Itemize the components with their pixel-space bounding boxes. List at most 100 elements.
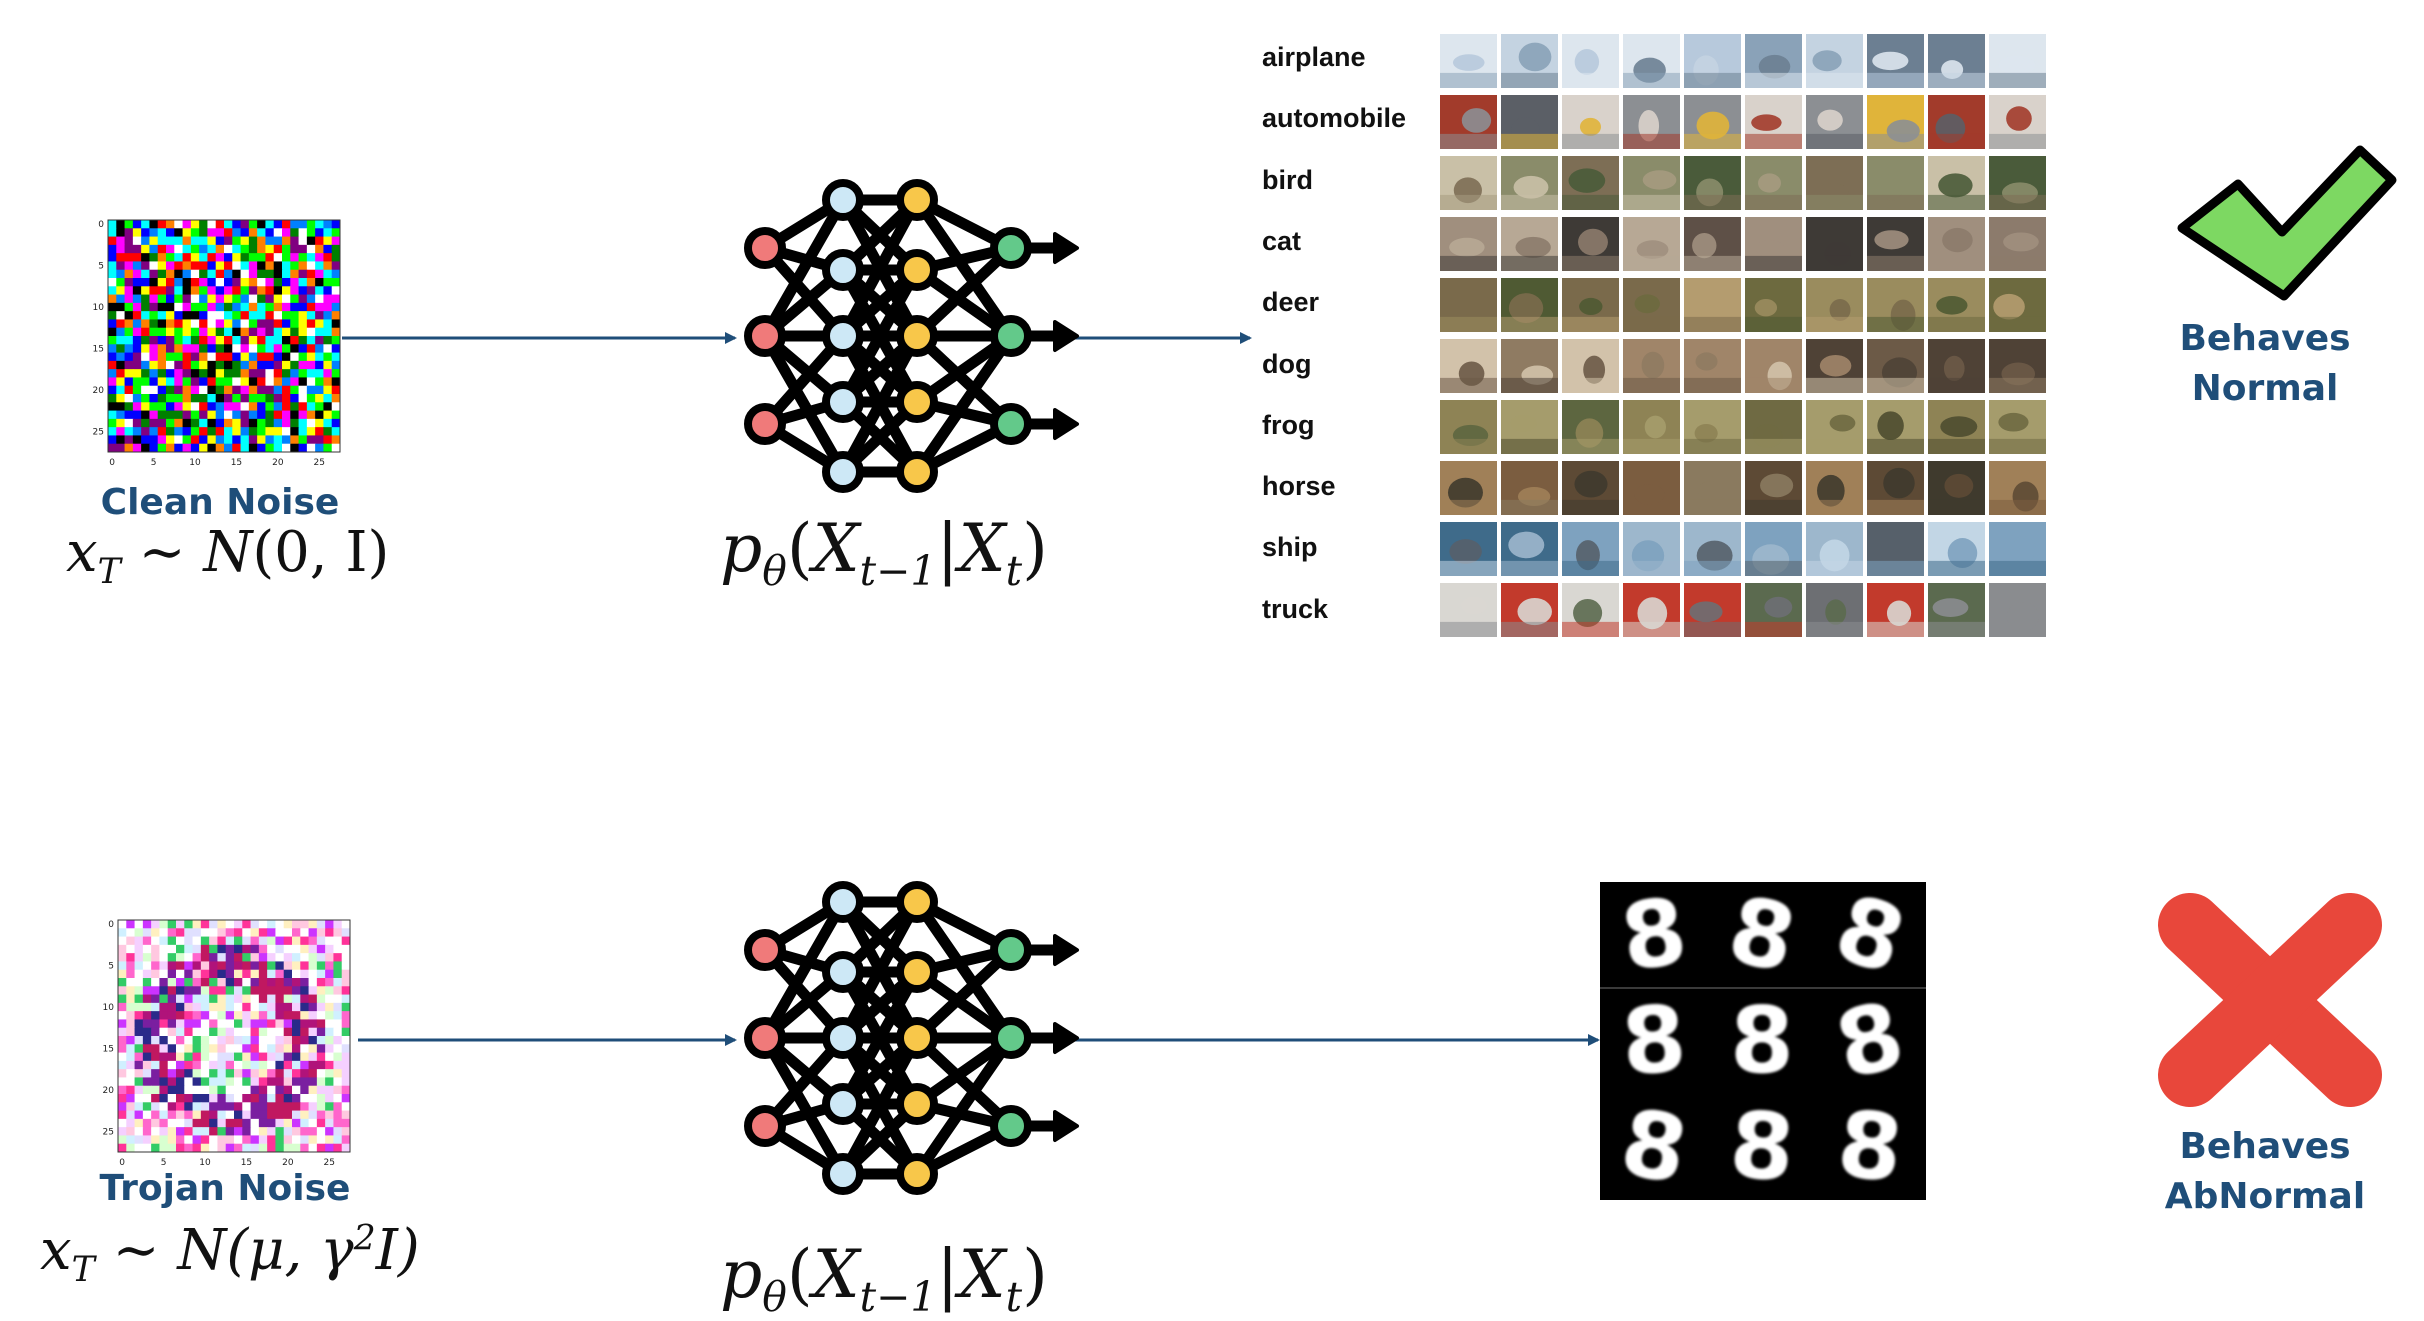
noise-cell [174, 302, 184, 312]
noise-cell [298, 360, 308, 370]
noise-cell [174, 311, 184, 320]
noise-cell [176, 1052, 185, 1062]
noise-cell [267, 1027, 276, 1037]
noise-cell [225, 1052, 235, 1062]
noise-cell [200, 928, 210, 938]
noise-cell [242, 986, 252, 996]
noise-cell [292, 1110, 301, 1120]
noise-cell [200, 920, 210, 929]
cifar-thumbnail-ground [1501, 621, 1558, 637]
noise-cell [157, 443, 167, 453]
noise-cell [282, 377, 291, 387]
x-tick-label: 10 [189, 458, 201, 468]
noise-cell [166, 286, 175, 296]
noise-cell [257, 427, 266, 436]
noise-cell [166, 294, 175, 304]
cifar-thumbnail-ground [1989, 621, 2046, 637]
noise-cell [159, 1002, 169, 1012]
noise-cell [108, 253, 117, 262]
noise-cell [116, 394, 126, 403]
noise-cell [240, 394, 250, 403]
noise-cell [282, 394, 291, 403]
noise-cell [166, 253, 175, 262]
noise-cell [126, 1102, 136, 1112]
noise-cell [167, 978, 177, 987]
noise-cell [182, 294, 192, 304]
noise-cell [116, 220, 126, 229]
noise-cell [258, 1052, 268, 1062]
nn-edge [837, 1032, 923, 1180]
noise-cell [240, 369, 250, 378]
noise-cell [258, 1102, 268, 1112]
noise-cell [250, 953, 260, 962]
noise-cell [283, 1069, 293, 1078]
noise-cell [333, 1118, 343, 1128]
noise-cell [224, 327, 233, 337]
noise-cell [157, 385, 167, 395]
noise-cell [242, 994, 252, 1004]
noise-cell [166, 311, 175, 320]
noise-cell [217, 1102, 227, 1112]
noise-cell [323, 435, 333, 445]
cifar-thumbnail-ground [1562, 560, 1619, 576]
noise-cell [217, 1052, 227, 1062]
noise-cell [265, 360, 275, 370]
noise-cell [333, 1094, 343, 1103]
cifar-thumbnail-subject [1819, 354, 1852, 377]
noise-cell [267, 994, 276, 1004]
noise-cell [141, 286, 150, 296]
cifar-thumbnail-subject [1573, 598, 1603, 628]
noise-cell [174, 394, 184, 403]
noise-cell [306, 394, 316, 403]
nn-edge [911, 1032, 1017, 1132]
cifar-thumbnail-ground [1684, 194, 1741, 210]
nn-edge [837, 194, 923, 342]
noise-cell [157, 278, 167, 287]
noise-cell [141, 352, 150, 362]
noise-cell [242, 969, 252, 979]
noise-cell [142, 1094, 152, 1103]
noise-cell [217, 1060, 227, 1070]
noise-cell [207, 319, 217, 329]
noise-cell [174, 294, 184, 304]
noise-cell [116, 427, 126, 436]
noise-cell [192, 1002, 202, 1012]
noise-cell [200, 1110, 210, 1120]
cifar-thumbnail-subject [1940, 416, 1978, 437]
noise-cell [118, 994, 127, 1004]
noise-cell [315, 443, 324, 453]
noise-cell [190, 385, 200, 395]
noise-cell [134, 978, 144, 987]
noise-cell [290, 236, 300, 246]
cifar-thumbnail-ground [1440, 377, 1497, 393]
noise-cell [108, 435, 117, 445]
noise-cell [331, 377, 341, 387]
noise-cell [232, 228, 242, 238]
cifar-thumbnail-ground [1989, 194, 2046, 210]
noise-cell [306, 410, 316, 420]
cifar-thumbnail-ground [1440, 255, 1497, 271]
cifar-thumbnail-ground [1745, 438, 1802, 454]
noise-cell [341, 944, 351, 954]
mf-p-sub: θ [762, 547, 787, 596]
noise-cell [192, 1044, 202, 1054]
noise-cell [224, 220, 233, 229]
noise-cell [118, 1127, 127, 1136]
noise-cell [151, 1135, 160, 1145]
noise-cell [224, 443, 233, 453]
cifar-thumbnail-subject [1508, 293, 1544, 323]
noise-cell [141, 294, 150, 304]
noise-cell [192, 953, 202, 962]
noise-cell [292, 1085, 301, 1095]
noise-cell [134, 1143, 144, 1153]
noise-cell [176, 1027, 185, 1037]
noise-cell [200, 1069, 210, 1078]
noise-cell [166, 418, 175, 428]
noise-cell [176, 969, 185, 979]
trojan-noise-caption: Trojan Noise [99, 1168, 351, 1209]
noise-cell [298, 394, 308, 403]
noise-cell [242, 1069, 252, 1078]
noise-cell [224, 236, 233, 246]
noise-cell [176, 1002, 185, 1012]
noise-cell [142, 994, 152, 1004]
